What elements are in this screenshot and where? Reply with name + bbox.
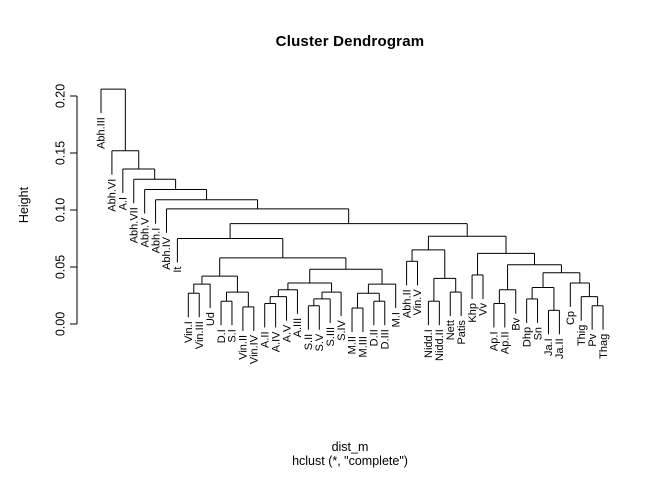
leaf-label: Vin.V <box>412 289 424 316</box>
leaf-label: D.III <box>380 329 392 349</box>
leaf-label: Khp <box>467 303 479 323</box>
x-axis-sublabel: hclust (*, "complete") <box>292 454 408 468</box>
leaf-label: Ud <box>205 312 217 326</box>
leaf-label: Vv <box>478 302 490 315</box>
leaf-label: Nett <box>445 320 457 340</box>
x-axis-label: dist_m <box>331 440 369 454</box>
y-tick-label: 0.00 <box>53 312 67 336</box>
leaf-label: Vin.I <box>183 321 195 343</box>
chart-title: Cluster Dendrogram <box>275 33 425 50</box>
leaf-label: Nidd.II <box>434 329 446 361</box>
leaf-label: M.III <box>358 336 370 357</box>
leaf-label: A.V <box>281 324 293 342</box>
y-tick-label: 0.20 <box>53 84 67 108</box>
leaf-label: S.I <box>227 329 239 342</box>
y-tick-label: 0.10 <box>53 198 67 222</box>
y-tick-label: 0.15 <box>53 141 67 165</box>
leaf-label: Dhp <box>521 327 533 347</box>
leaf-label: Abh.IV <box>161 236 173 270</box>
leaf-label: Bv <box>510 317 522 330</box>
leaf-label: Abh.II <box>401 289 413 318</box>
leaf-label: Ap.I <box>489 331 501 351</box>
leaf-label: Ja.I <box>543 338 555 356</box>
leaf-label: S.III <box>325 327 337 347</box>
y-tick-label: 0.05 <box>53 255 67 279</box>
leaf-label: Ja.II <box>554 338 566 359</box>
leaf-label: D.I <box>216 329 228 343</box>
leaf-label: Abh.I <box>150 228 162 254</box>
leaf-label: A.I <box>118 197 130 210</box>
leaf-label: S.V <box>314 333 326 351</box>
leaf-label: A.III <box>292 318 304 338</box>
leaf-label: Abh.VII <box>128 207 140 243</box>
leaf-label: Pv <box>587 333 599 346</box>
leaf-label: Vin.III <box>194 321 206 349</box>
leaf-label: Thig <box>576 325 588 346</box>
leaf-label: Vin.II <box>238 335 250 360</box>
leaf-label: Abh.VI <box>107 179 119 212</box>
leaf-label: D.II <box>369 329 381 346</box>
leaf-label: Vin.IV <box>249 334 261 364</box>
leaf-label: M.I <box>390 312 402 327</box>
leaf-label: A.IV <box>270 331 282 352</box>
leaf-label: Ap.II <box>500 331 512 354</box>
leaf-label: S.IV <box>336 319 348 340</box>
leaf-label: Thag <box>598 334 610 359</box>
leaf-label: A.II <box>259 331 271 348</box>
leaf-label: Abh.V <box>139 217 151 248</box>
leaf-label: Abh.III <box>96 117 108 149</box>
leaf-label: S.II <box>303 334 315 351</box>
leaf-label: It <box>172 267 184 273</box>
leaf-label: M.II <box>347 336 359 354</box>
leaf-label: Patis <box>456 320 468 345</box>
leaf-label: Nidd.I <box>423 329 435 358</box>
leaf-label: Sn <box>532 327 544 340</box>
leaf-label: Cp <box>565 311 577 325</box>
